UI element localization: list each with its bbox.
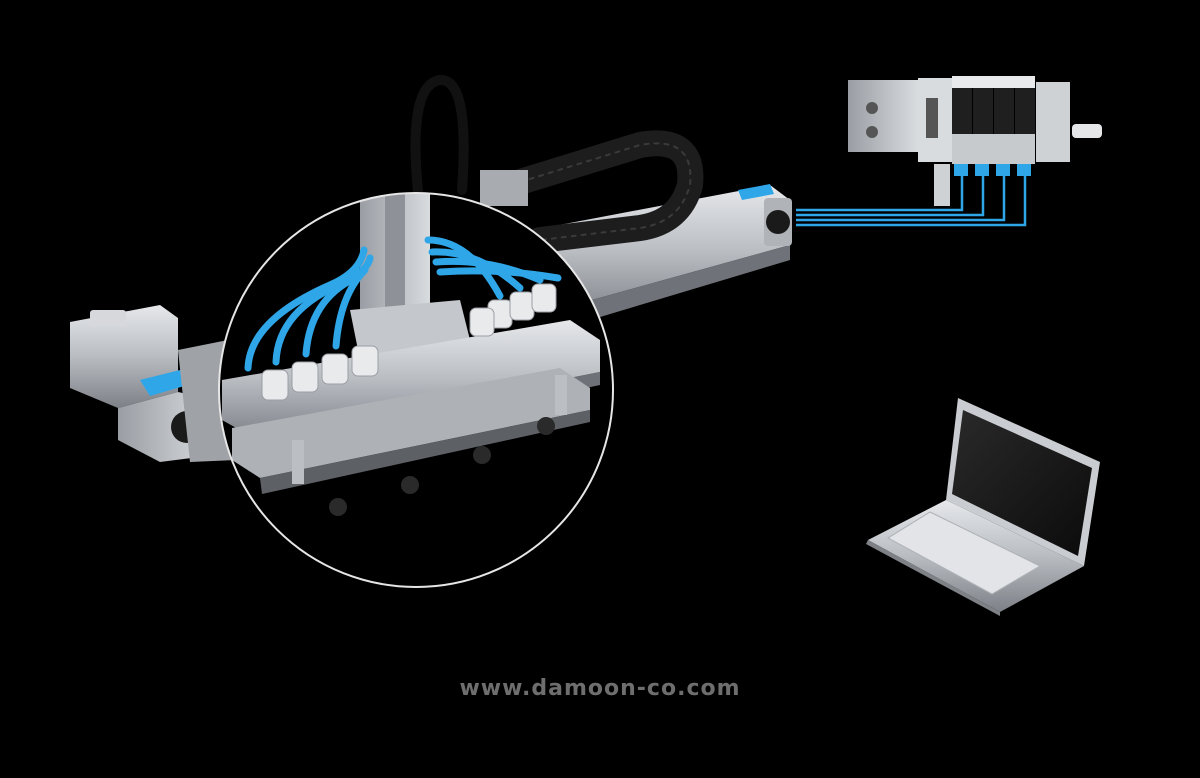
vacuum-gripper-icon	[218, 192, 614, 588]
servo-motor-icon	[70, 305, 236, 462]
pneumatic-tubes	[796, 176, 1027, 227]
laptop-icon	[866, 398, 1100, 616]
energy-chain-icon	[410, 75, 704, 253]
watermark-text: www.damoon-co.com	[459, 676, 741, 701]
valve-terminal-icon	[848, 76, 1102, 206]
